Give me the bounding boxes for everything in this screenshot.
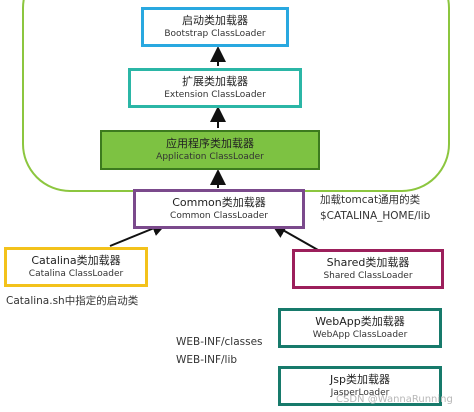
webinf-lib-note: WEB-INF/lib xyxy=(176,354,238,366)
jsp-title: Jsp类加载器 xyxy=(330,372,390,386)
application-title: 应用程序类加载器 xyxy=(166,136,254,150)
jsp-classloader-box: Jsp类加载器 JasperLoader xyxy=(278,366,442,406)
common-subtitle: Common ClassLoader xyxy=(170,211,268,222)
bootstrap-classloader-box: 启动类加载器 Bootstrap ClassLoader xyxy=(141,7,289,47)
extension-subtitle: Extension ClassLoader xyxy=(164,90,266,101)
catalina-subtitle: Catalina ClassLoader xyxy=(28,269,124,280)
webapp-title: WebApp类加载器 xyxy=(315,314,405,328)
arrow-shared-to-common xyxy=(270,223,319,251)
bootstrap-title: 启动类加载器 xyxy=(182,13,248,27)
webinf-classes-note: WEB-INF/classes xyxy=(176,336,263,348)
common-note-line1: 加载tomcat通用的类 xyxy=(320,194,421,206)
common-title: Common类加载器 xyxy=(172,195,266,209)
catalina-note: Catalina.sh中指定的启动类 xyxy=(6,295,139,307)
catalina-title: Catalina类加载器 xyxy=(31,253,121,267)
webapp-classloader-box: WebApp类加载器 WebApp ClassLoader xyxy=(278,308,442,348)
application-subtitle: Application ClassLoader xyxy=(156,152,264,163)
jsp-subtitle: JasperLoader xyxy=(330,388,390,399)
extension-title: 扩展类加载器 xyxy=(182,74,248,88)
extension-classloader-box: 扩展类加载器 Extension ClassLoader xyxy=(128,68,302,108)
catalina-classloader-box: Catalina类加载器 Catalina ClassLoader xyxy=(4,247,148,287)
watermark: CSDN @WannaRunning xyxy=(336,394,453,405)
shared-title: Shared类加载器 xyxy=(326,255,410,269)
common-classloader-box: Common类加载器 Common ClassLoader xyxy=(133,189,305,229)
shared-classloader-box: Shared类加载器 Shared ClassLoader xyxy=(292,249,444,289)
shared-subtitle: Shared ClassLoader xyxy=(323,271,413,282)
webapp-subtitle: WebApp ClassLoader xyxy=(312,330,408,341)
common-note-line2: $CATALINA_HOME/lib xyxy=(320,210,431,222)
bootstrap-subtitle: Bootstrap ClassLoader xyxy=(164,29,266,40)
application-classloader-box: 应用程序类加载器 Application ClassLoader xyxy=(100,130,320,170)
